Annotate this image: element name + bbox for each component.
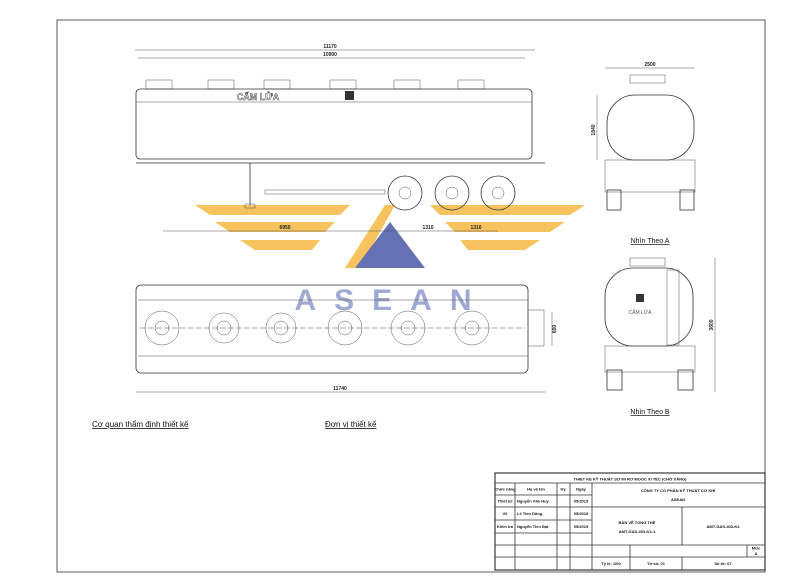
rear-tank-text: CẤM LỬA (629, 309, 653, 316)
rear-view: CẤM LỬA 3600 Nhìn Theo B (604, 257, 716, 416)
dim-kingpin-to-axle: 6950 (279, 225, 290, 231)
sheet-number: Tờ số: 01 (647, 561, 666, 566)
row-date: 05/2019 (574, 511, 589, 516)
dim-axle-spacing-1: 1310 (422, 225, 433, 231)
title-block-header: THIẾT KẾ KỸ THUẬT SƠ MI RƠ MOÓC XI TÉC (… (574, 477, 688, 482)
row-role: Kiểm tra (497, 524, 514, 529)
company-brand: ASEAN (671, 497, 685, 502)
row-name: Lê Tiến Dũng (517, 511, 543, 516)
col-role: Chức năng (494, 487, 516, 492)
dim-tank-length: 10900 (323, 52, 337, 58)
revision: A (755, 551, 758, 556)
sheet-count: Số tờ: 07 (714, 561, 732, 566)
col-sign: Ký (560, 487, 566, 492)
asean-watermark-logo: ASEAN (195, 205, 585, 317)
scale: Tỷ lệ: 1/60 (601, 561, 621, 566)
row-date: 05/2019 (574, 524, 589, 529)
row-name: Nguyễn Văn Huy (517, 499, 550, 504)
company-name: CÔNG TY CỔ PHẦN KỸ THUẬT CƠ KHÍ (641, 488, 716, 493)
side-view: 11170 10900 CẤM LỬA 6950 1310 1310 (135, 44, 545, 232)
col-date: Ngày (576, 487, 587, 492)
dim-front-height: 1840 (591, 124, 597, 135)
rear-view-label: Nhìn Theo B (630, 409, 670, 416)
dim-axle-spacing-2: 1310 (470, 225, 481, 231)
approval-agency-label: Cơ quan thẩm định thiết kế (92, 420, 189, 429)
dim-top-length: 11740 (333, 386, 347, 392)
design-unit-label: Đơn vị thiết kế (325, 420, 377, 429)
tank-body (135, 88, 533, 160)
drawing-title: BẢN VẼ TỔNG THỂ (619, 520, 656, 525)
dim-rear-height: 3600 (709, 319, 715, 330)
drawing-number: AMT-GAS-403-K4-1 (619, 529, 656, 534)
wheels (387, 175, 516, 211)
top-view: 600 11740 (135, 284, 558, 393)
model-code: AMT-GAS-403-K4 (707, 524, 741, 529)
asean-badge-icon (636, 294, 644, 302)
dim-front-width: 2500 (644, 62, 655, 68)
drawing-frame (56, 19, 766, 573)
row-name: Nguyễn Tiến Đạt (517, 524, 549, 529)
row-role: Thiết kế (497, 499, 513, 504)
tank-warning-text: CẤM LỬA (237, 91, 280, 102)
title-block: THIẾT KẾ KỸ THUẬT SƠ MI RƠ MOÓC XI TÉC (… (494, 472, 766, 571)
dim-overall-length: 11170 (323, 44, 337, 50)
front-view-label: Nhìn Theo A (631, 238, 670, 245)
row-date: 05/2019 (574, 499, 589, 504)
dim-ladder: 600 (552, 325, 558, 334)
revision-label: Mức (752, 546, 761, 551)
watermark-text: ASEAN (294, 284, 489, 317)
asean-badge-icon (345, 91, 354, 100)
ladder (666, 269, 680, 346)
col-name: Họ và tên (527, 487, 546, 492)
row-role: Vẽ (503, 511, 509, 516)
front-view: 2500 1840 Nhìn Theo A (591, 62, 696, 245)
